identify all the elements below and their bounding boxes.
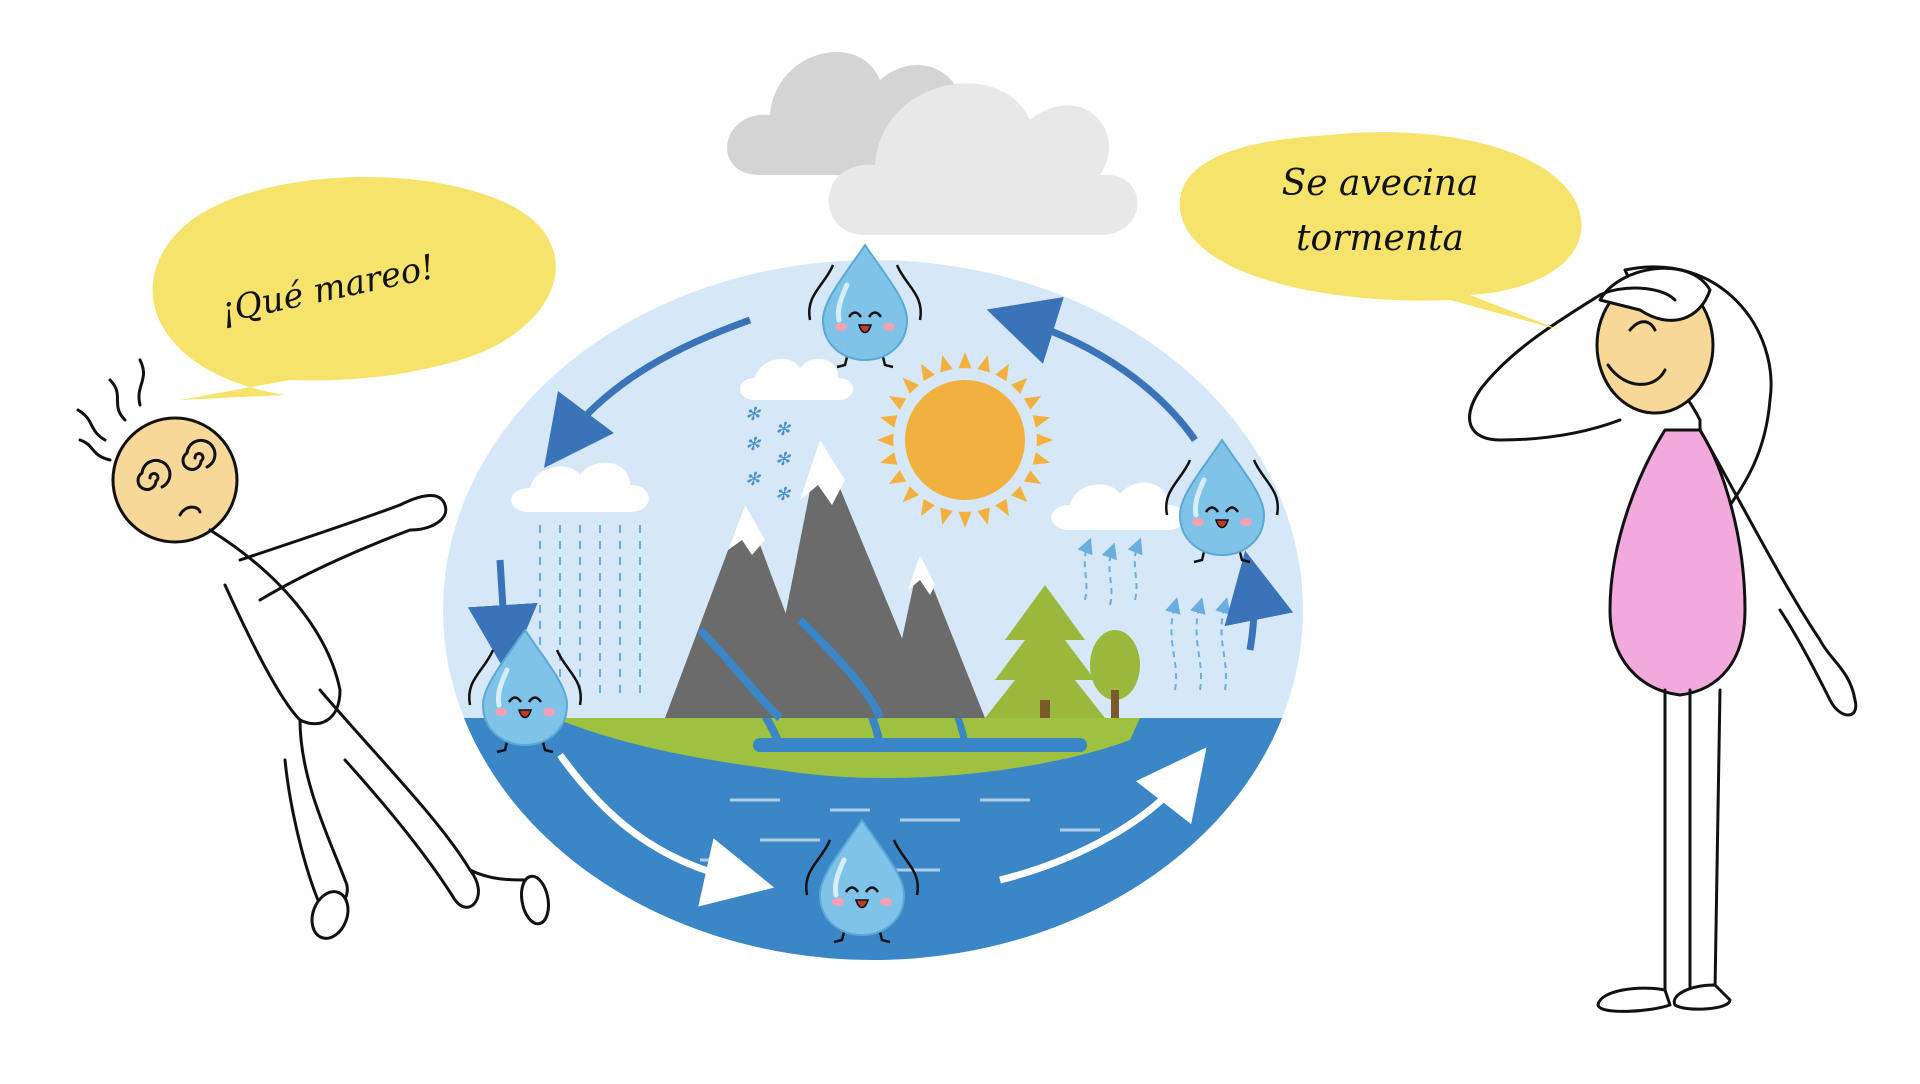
svg-text:✻: ✻ [745, 434, 762, 455]
speech-bubble-right: Se avecina tormenta [1179, 132, 1582, 330]
rain-cloud-icon [511, 462, 649, 512]
water-drop-character-icon [467, 628, 583, 754]
mountain-center [765, 440, 935, 718]
sun-ray [888, 470, 907, 484]
arrow-precipitation [467, 559, 538, 675]
sun-ray [958, 511, 972, 528]
pine-tree-icon [985, 585, 1105, 718]
sun-ray [879, 415, 898, 428]
round-tree-icon [1090, 630, 1140, 718]
dizzy-arm [238, 494, 448, 602]
woman-shoe-right [1672, 983, 1732, 1011]
snow-cap-left [728, 505, 765, 555]
arrow-condensation [543, 316, 752, 468]
svg-text:✻: ✻ [745, 404, 762, 425]
sun-ray [902, 486, 919, 503]
sun-ray [921, 498, 935, 517]
sun-ray [888, 396, 907, 410]
spiral-eye-left-icon [136, 458, 172, 491]
sun-ray [1011, 377, 1028, 394]
snowflakes: ✻ ✻ ✻ ✻ ✻ ✻ [745, 404, 792, 505]
woman-character [1468, 265, 1858, 1013]
woman-dress [1608, 428, 1747, 697]
svg-text:✻: ✻ [775, 419, 792, 440]
dizzy-foot-left [310, 890, 350, 940]
sun-ray [902, 377, 919, 394]
storm-clouds [727, 51, 1138, 235]
sun-ray [921, 363, 935, 382]
arrow-evaporation-side [1224, 550, 1294, 651]
speech-bubble-left: ¡Qué mareo! [152, 177, 556, 400]
sun-ray [1032, 452, 1051, 465]
speech-right-line1: Se avecina [1282, 163, 1479, 204]
sun-ray [879, 452, 898, 465]
svg-text:✻: ✻ [775, 484, 792, 505]
sun-ray [1023, 396, 1042, 410]
sun-ray [940, 507, 953, 526]
cycle-arrows [467, 297, 1294, 675]
snow-cap-center [800, 440, 845, 505]
dizzy-torso [208, 528, 342, 726]
sun-ray [1011, 486, 1028, 503]
svg-text:✻: ✻ [745, 469, 762, 490]
water-drop-character-icon [804, 818, 920, 944]
evaporation-cloud-icon [1051, 482, 1185, 530]
arrow-evaporation-top [986, 297, 1198, 443]
dizzy-character [76, 358, 550, 940]
dizzy-head [111, 416, 239, 544]
water-drop-character-icon [807, 243, 923, 369]
frown-mouth [178, 505, 202, 517]
sun-ray [1032, 415, 1051, 428]
woman-arm-raised [1468, 293, 1622, 442]
woman-smile [1606, 363, 1667, 386]
sun-ray [1036, 433, 1053, 447]
sun-ray [995, 363, 1009, 382]
evaporation-arrows [1077, 537, 1231, 691]
woman-shoe-left [1596, 986, 1672, 1013]
hair-strand [108, 378, 127, 422]
flow-arrows [557, 747, 1207, 907]
sun-ray [977, 507, 990, 526]
snow-cap-right [908, 555, 935, 595]
mountain-right [885, 555, 985, 718]
woman-arm [1698, 428, 1858, 717]
woman-legs [1663, 688, 1692, 1002]
sun-ray [877, 433, 894, 447]
arrow-sea-evaporation [999, 747, 1207, 884]
spiral-eye-right-icon [181, 438, 217, 471]
speech-right-line2: tormenta [1296, 218, 1464, 259]
sun-ray [958, 352, 972, 369]
sun-ray [1023, 470, 1042, 484]
water-cycle-diagram: ✻ ✻ ✻ ✻ ✻ ✻ [443, 243, 1303, 960]
sun-ray [995, 498, 1009, 517]
sun-ray [940, 354, 953, 373]
dizzy-foot-right [520, 874, 550, 926]
snow-cloud-icon [740, 358, 853, 400]
svg-text:✻: ✻ [775, 449, 792, 470]
water-drop-character-icon [1164, 438, 1280, 564]
cloud-light-icon [828, 83, 1138, 235]
arrow-runoff [557, 752, 775, 907]
mountains [665, 440, 985, 721]
